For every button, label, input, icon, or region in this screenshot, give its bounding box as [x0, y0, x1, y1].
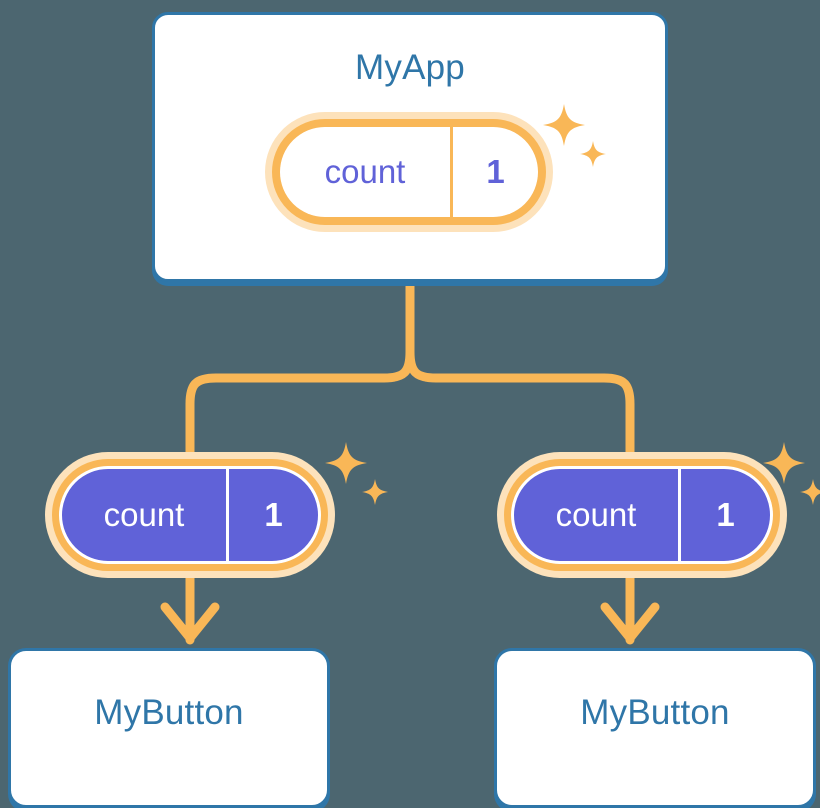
prop-pill-right[interactable]: count 1 [497, 452, 787, 578]
pill-value-label: 1 [678, 469, 770, 561]
prop-pill-left[interactable]: count 1 [45, 452, 335, 578]
pill-ring: count 1 [504, 459, 780, 571]
pill-key-label: count [555, 496, 637, 533]
arrow-down-head-icon [160, 602, 220, 643]
page-title: MyApp [355, 48, 465, 87]
component-title: MyButton [94, 693, 244, 732]
arrow-down-head-icon [600, 602, 660, 643]
pill-key-label: count [324, 153, 406, 190]
sparkle-small-icon [800, 479, 820, 505]
pill-key-label: count [103, 496, 185, 533]
pill-ring: count 1 [272, 119, 546, 225]
pill-value-label: 1 [450, 127, 538, 217]
fork-connector-icon [185, 281, 635, 457]
component-card-mybutton-right[interactable]: MyButton [494, 648, 816, 808]
pill-value-label: 1 [226, 469, 318, 561]
pill-body: count 1 [280, 127, 538, 217]
component-title: MyButton [580, 693, 730, 732]
sparkle-small-icon [362, 479, 388, 505]
state-pill-myapp[interactable]: count 1 [265, 112, 553, 232]
component-card-mybutton-left[interactable]: MyButton [8, 648, 330, 808]
pill-body: count 1 [511, 466, 773, 564]
pill-body: count 1 [59, 466, 321, 564]
sparkle-large-icon [325, 442, 367, 484]
pill-ring: count 1 [52, 459, 328, 571]
diagram-canvas: MyApp count 1 count 1 MyButton [8, 12, 820, 808]
